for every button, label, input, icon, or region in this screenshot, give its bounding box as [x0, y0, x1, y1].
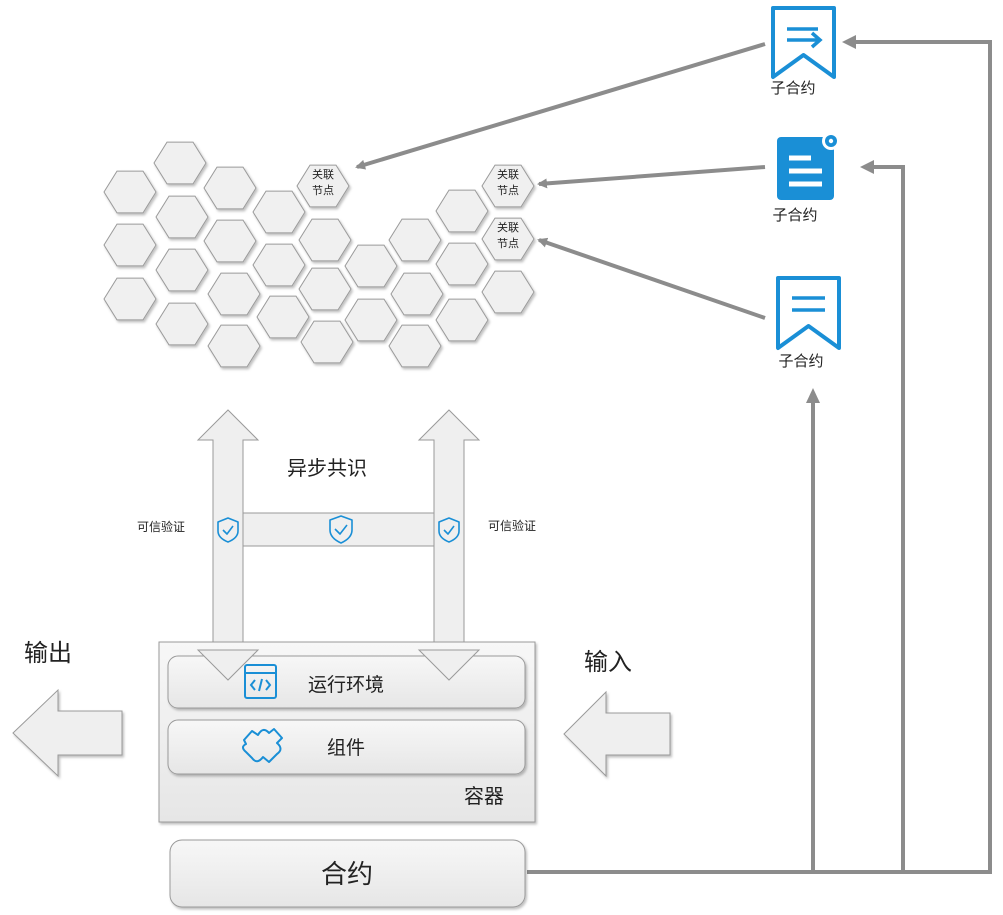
ribbon-lines-icon	[776, 276, 841, 350]
contract-box	[169, 839, 526, 908]
hex-node	[252, 190, 306, 234]
document-gear-icon	[777, 132, 840, 200]
left-verify-label: 可信验证	[137, 519, 185, 534]
runtime-box	[167, 655, 526, 709]
arrowhead-subcontract1	[842, 35, 856, 49]
related-node-label-3: 关联 节点	[497, 220, 519, 250]
svg-text:关联: 关联	[497, 220, 519, 234]
input-label: 输入	[584, 648, 632, 676]
hex-node	[390, 272, 444, 316]
hex-node	[388, 218, 442, 262]
contract-feedback-lines	[527, 40, 992, 874]
contract-label: 合约	[321, 860, 373, 890]
hex-node	[481, 217, 535, 261]
node-network	[103, 141, 535, 368]
puzzle-icon	[242, 728, 283, 763]
hex-node	[103, 277, 157, 321]
hex-node	[344, 298, 398, 342]
output-label: 输出	[24, 639, 72, 667]
hex-node	[103, 170, 157, 214]
arrow-subcontract2-to-node	[537, 165, 766, 189]
hex-node	[435, 189, 489, 233]
sub-contract-label-2: 子合约	[772, 206, 817, 224]
hex-node	[203, 219, 257, 263]
ribbon-arrow-icon	[771, 6, 836, 79]
code-window-icon	[244, 664, 277, 699]
svg-text:节点: 节点	[497, 184, 519, 197]
svg-text:节点: 节点	[497, 237, 519, 250]
consensus-title: 异步共识	[287, 456, 367, 480]
arrowhead-subcontract3	[806, 388, 820, 403]
svg-text:关联: 关联	[497, 167, 519, 181]
hex-node	[155, 248, 209, 292]
hex-node	[252, 243, 306, 287]
shield-check-icon	[438, 517, 460, 543]
hex-node	[298, 267, 352, 311]
svg-text:关联: 关联	[312, 167, 334, 181]
hex-node	[344, 244, 398, 288]
runtime-label: 运行环境	[308, 674, 384, 696]
hex-node	[298, 218, 352, 262]
svg-text:节点: 节点	[312, 184, 334, 197]
right-verify-label: 可信验证	[488, 518, 536, 533]
hex-node	[481, 164, 535, 208]
hex-node	[256, 295, 310, 339]
hex-node	[435, 242, 489, 286]
arrow-subcontract1-to-node	[355, 42, 766, 170]
sub-contract-label-3: 子合约	[778, 352, 823, 370]
consensus-bridge	[242, 512, 435, 547]
hex-node	[203, 166, 257, 210]
hex-node	[103, 223, 157, 267]
left-arrowhead-down	[196, 649, 260, 681]
hex-node	[435, 298, 489, 342]
hex-node	[296, 164, 350, 208]
related-node-label-2: 关联 节点	[497, 167, 519, 197]
hex-node	[388, 324, 442, 368]
hex-node	[153, 141, 207, 185]
input-arrow	[563, 690, 671, 778]
container-label: 容器	[464, 784, 504, 808]
hex-node	[155, 302, 209, 346]
hex-node	[155, 195, 209, 239]
hex-node	[207, 272, 261, 316]
arrowhead-subcontract2	[860, 160, 874, 174]
hex-node	[300, 320, 354, 364]
hex-node	[207, 324, 261, 368]
output-arrow	[12, 688, 123, 778]
shield-check-icon	[217, 517, 239, 543]
arrow-subcontract3-to-node	[537, 237, 766, 320]
sub-contract-label-1: 子合约	[770, 79, 815, 97]
shield-check-icon	[329, 515, 353, 544]
related-node-label-1: 关联 节点	[312, 167, 334, 197]
right-arrowhead-down	[417, 649, 481, 681]
component-label: 组件	[327, 737, 365, 759]
hex-node	[481, 270, 535, 314]
